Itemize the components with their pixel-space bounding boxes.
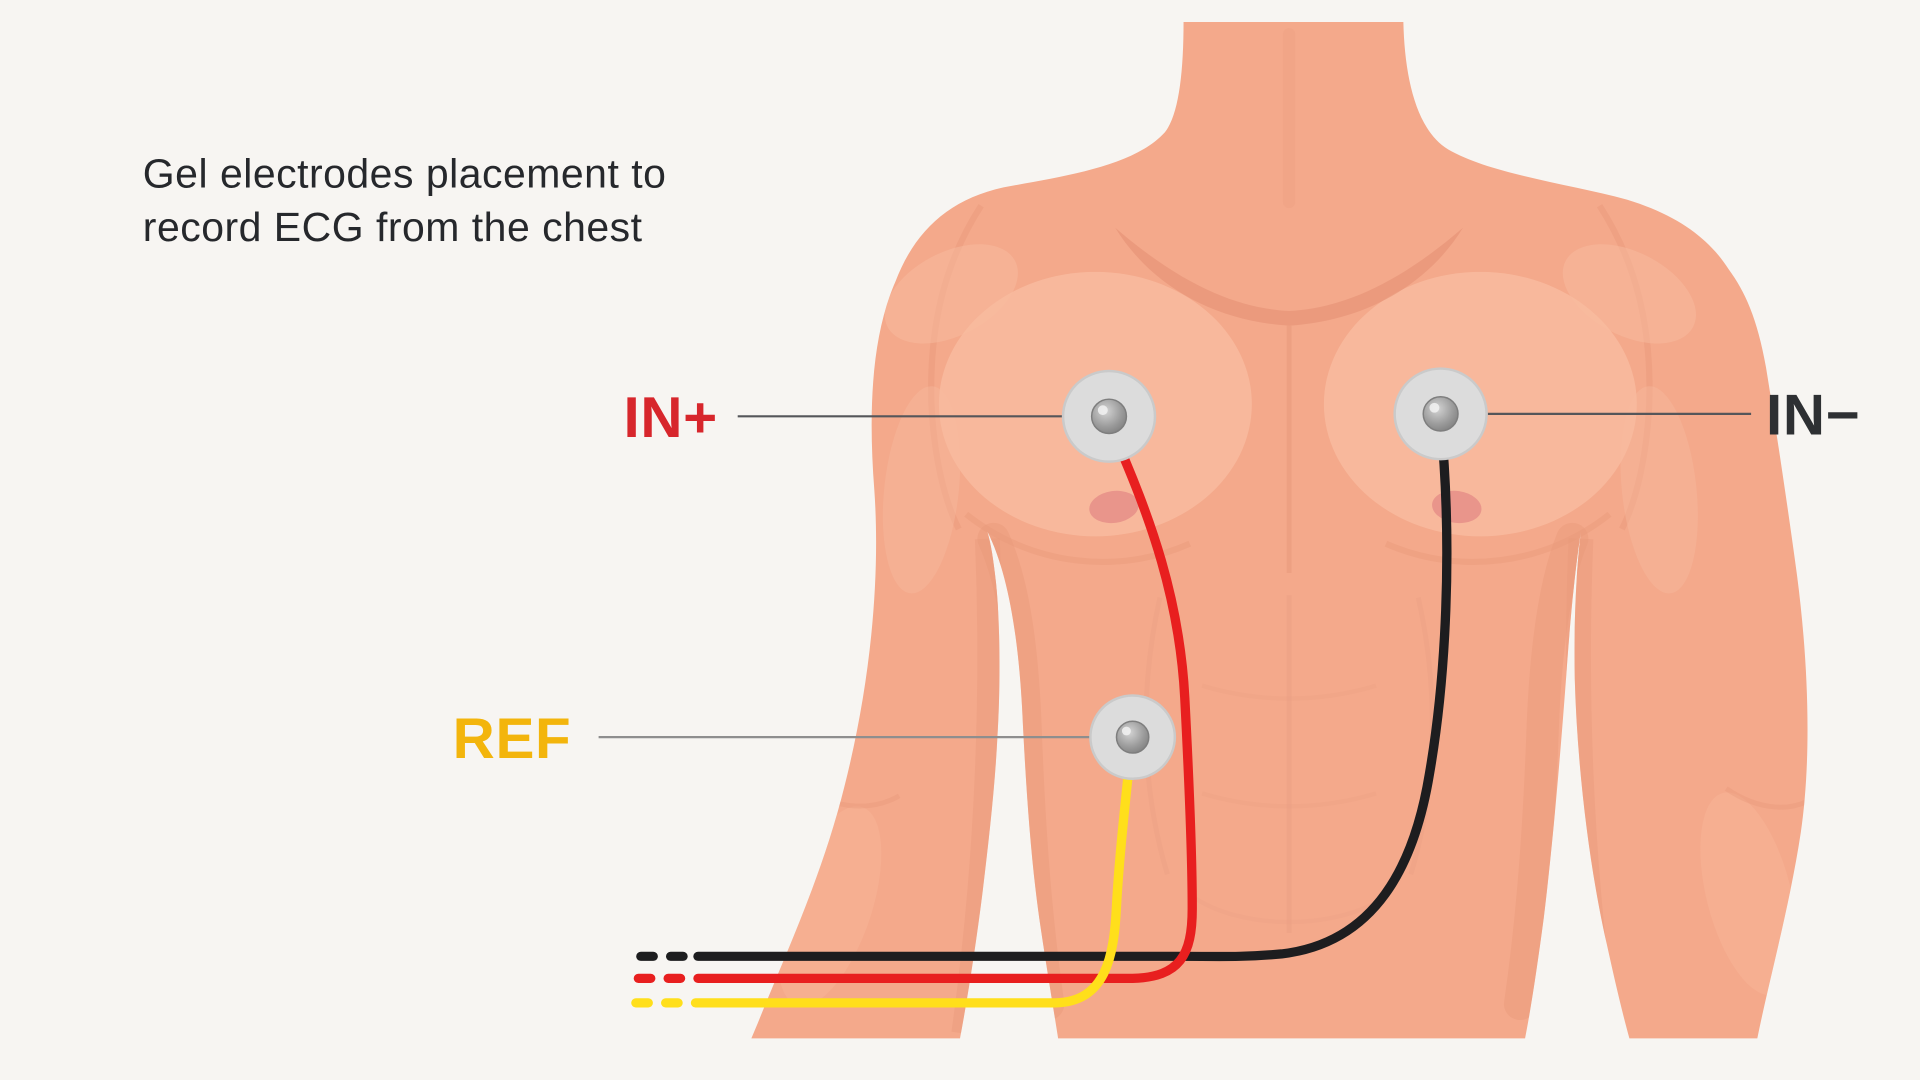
electrode-snap [1115,720,1150,754]
wire-red [693,419,1197,983]
label-ref: REF [453,707,572,771]
electrode-snap-highlight [1121,726,1131,736]
lower-ab-vee [1190,894,1388,925]
electrode-snap [1422,396,1459,432]
elbow-crease-right [1724,786,1808,810]
electrode-ref [1089,694,1177,780]
ab-crease-lower [1201,791,1377,809]
label-in-plus: IN+ [624,387,718,451]
electrode-snap-highlight [1097,405,1108,416]
diagram-title-line1: Gel electrodes placement to [143,151,667,197]
electrode-snap [1090,398,1128,435]
wire-yellow [690,739,1137,1008]
bicep-highlight-right [1620,386,1698,594]
underpec-crease-right [1384,511,1612,565]
bicep-highlight-left [882,386,961,594]
wire-black [693,416,1452,962]
electrode-in-plus [1061,369,1157,463]
ab-crease-upper [1201,683,1377,701]
electrode-snap-highlight [1429,402,1440,413]
forearm-highlight-right [1700,792,1797,996]
collarbone-shadow [1115,227,1463,326]
nipple-left [1089,490,1139,524]
arm-inner-shadow-left [951,538,1003,1036]
torso-shadow-right-side [1503,522,1589,1020]
label-in-minus: IN− [1766,384,1860,448]
diagram-title-line2: record ECG from the chest [143,204,643,250]
electrode-in-minus [1393,367,1488,461]
